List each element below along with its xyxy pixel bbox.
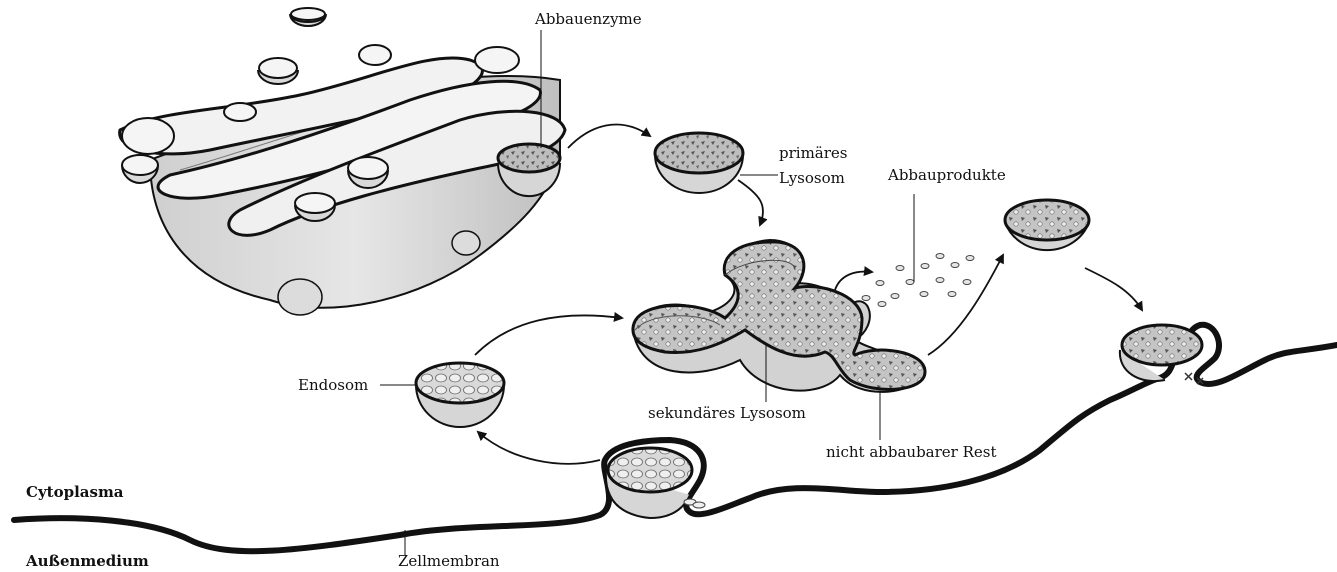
label-abbauprodukte: Abbauprodukte bbox=[887, 166, 1006, 184]
arrow-endosome-to-secondary bbox=[475, 315, 622, 355]
golgi-apparatus bbox=[120, 58, 565, 315]
arrow-golgi-to-primary bbox=[568, 125, 650, 148]
label-nicht-abbaubarer-rest: nicht abbaubarer Rest bbox=[826, 443, 997, 461]
secondary-lysosome bbox=[633, 240, 925, 392]
endosome bbox=[416, 363, 504, 427]
label-lysosom: Lysosom bbox=[779, 169, 845, 187]
arrow-membrane-to-endosome bbox=[478, 432, 600, 464]
arrow-primary-to-secondary bbox=[738, 180, 763, 225]
label-aussenmedium: Außenmedium bbox=[25, 552, 149, 570]
label-sekundaeres-lysosom: sekundäres Lysosom bbox=[648, 404, 806, 422]
residual-lysosome bbox=[1005, 200, 1089, 250]
label-zellmembran: Zellmembran bbox=[398, 552, 500, 570]
arrow-secondary-to-products bbox=[835, 272, 872, 290]
label-endosom: Endosom bbox=[298, 376, 368, 394]
label-cytoplasma: Cytoplasma bbox=[26, 483, 124, 501]
primary-lysosome bbox=[655, 133, 743, 193]
arrow-secondary-to-residual bbox=[928, 255, 1003, 355]
label-abbauenzyme: Abbauenzyme bbox=[534, 10, 642, 28]
endocytic-vesicle bbox=[606, 448, 705, 518]
degradation-products bbox=[862, 254, 974, 307]
label-primaeres: primäres bbox=[779, 144, 847, 162]
arrow-residual-to-membrane bbox=[1085, 268, 1142, 310]
